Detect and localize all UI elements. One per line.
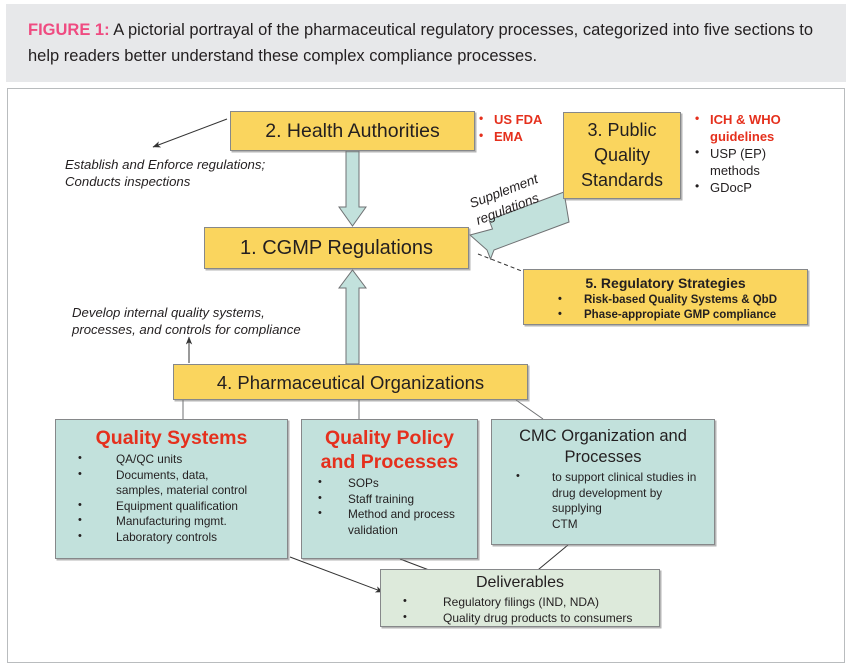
list-item-text: Documents, data, [116, 467, 209, 482]
node-quality-policy-title-line2: and Processes [320, 451, 459, 473]
annotation-establish-enforce: Establish and Enforce regulations; Condu… [65, 156, 265, 190]
node-cmc-organization-processes[interactable]: CMC Organization and Processes to suppor… [491, 419, 715, 545]
health-authorities-examples: US FDA EMA [479, 110, 542, 145]
node-cgmp-regulations-title: 1. CGMP Regulations [239, 237, 434, 259]
list-item-cont: guidelines [710, 129, 775, 144]
list-item-text: Equipment qualification [116, 498, 238, 513]
node-cmc-title-line1: CMC Organization and [519, 427, 687, 445]
list-item: Phase-appropiate GMP compliance [558, 307, 807, 323]
list-item-text: Staff training [348, 491, 415, 506]
list-item-cont: methods [710, 163, 760, 178]
node-cmc-title-line2: Processes [564, 448, 642, 466]
node-quality-systems-title: Quality Systems [95, 427, 248, 449]
list-item-text: to support clinical studies in [552, 470, 697, 484]
list-item: Manufacturing mgmt. [60, 513, 283, 530]
node-quality-policy-processes[interactable]: Quality Policy and Processes SOPs Staff … [301, 419, 478, 559]
node-regulatory-strategies-bullets: Risk-based Quality Systems & QbD Phase-a… [524, 292, 807, 323]
node-health-authorities[interactable]: 2. Health Authorities [230, 111, 475, 151]
list-item: Risk-based Quality Systems & QbD [558, 292, 807, 308]
list-item: Regulatory filings (IND, NDA) [381, 593, 659, 610]
arrow-quality-systems-to-deliverables [289, 556, 384, 593]
annotation-line: Conducts inspections [65, 174, 191, 189]
annotation-line: Establish and Enforce regulations; [65, 157, 266, 172]
list-item-cont: samples, material control [116, 483, 248, 497]
list-item-text: Laboratory controls [116, 529, 217, 544]
node-quality-systems[interactable]: Quality Systems QA/QC units Documents, d… [55, 419, 288, 559]
connector-pharmorg-cmc [515, 399, 544, 420]
figure-label: FIGURE 1: [28, 21, 110, 39]
list-item: Laboratory controls [60, 529, 283, 546]
list-item: GDocP [695, 178, 781, 196]
node-cgmp-regulations[interactable]: 1. CGMP Regulations [204, 227, 469, 269]
node-quality-systems-bullets: QA/QC units Documents, data,samples, mat… [60, 451, 283, 546]
list-item: SOPs [306, 475, 473, 492]
list-item-text: GDocP [710, 180, 752, 195]
node-deliverables[interactable]: Deliverables Regulatory filings (IND, ND… [380, 569, 660, 627]
arrow-pqs-to-cgmp [468, 191, 570, 261]
list-item-cont: drug development by supplying [552, 485, 663, 516]
node-health-authorities-title: 2. Health Authorities [265, 120, 440, 142]
node-regulatory-strategies-title: 5. Regulatory Strategies [585, 275, 746, 291]
list-item-cont: validation [348, 522, 398, 537]
node-public-quality-standards-title: 3. Public Quality Standards [580, 120, 664, 190]
list-item: Quality drug products to consumers [381, 609, 659, 626]
node-quality-policy-title-line1: Quality Policy [325, 427, 454, 449]
arrow-health-to-cgmp [338, 150, 367, 227]
figure-caption-band: FIGURE 1: A pictorial portrayal of the p… [6, 4, 846, 82]
figure-caption: FIGURE 1: A pictorial portrayal of the p… [28, 17, 826, 69]
list-item: Equipment qualification [60, 498, 283, 515]
annotation-line: Develop internal quality systems, [72, 305, 265, 320]
node-regulatory-strategies[interactable]: 5. Regulatory Strategies Risk-based Qual… [523, 269, 808, 325]
list-item-text: Manufacturing mgmt. [116, 514, 227, 528]
node-deliverables-title: Deliverables [475, 574, 565, 591]
node-pharmaceutical-organizations-title: 4. Pharmaceutical Organizations [216, 372, 485, 393]
public-standards-examples: ICH & WHO guidelines USP (EP) methods GDoc… [695, 110, 781, 196]
list-item-text: QA/QC units [116, 452, 183, 466]
list-item-text: ICH & WHO [710, 112, 781, 127]
annotation-line: processes, and controls for compliance [72, 322, 301, 337]
diagram-frame: 2. Health Authorities US FDA EMA 3. Publ… [7, 88, 845, 663]
annotation-develop-internal: Develop internal quality systems, proces… [72, 304, 301, 338]
list-item: Staff training [306, 491, 473, 508]
list-item: Documents, data,samples, material contro… [60, 467, 283, 499]
list-item-text: Method and process [348, 507, 455, 521]
list-item: USP (EP) methods [695, 144, 781, 179]
list-item: ICH & WHO guidelines [695, 110, 781, 145]
arrow-pharmorg-to-cgmp [338, 269, 367, 365]
list-item-text: USP (EP) [710, 146, 767, 161]
list-item-cont2: CTM [552, 516, 578, 531]
figure-caption-text: A pictorial portrayal of the pharmaceuti… [28, 21, 814, 65]
node-quality-policy-bullets: SOPs Staff training Method and processva… [306, 475, 473, 538]
arrow-health-to-establish [152, 118, 228, 148]
list-item: EMA [479, 127, 542, 145]
list-item: QA/QC units [60, 451, 283, 468]
arrow-to-regulatory-strategies [477, 253, 533, 276]
list-item: US FDA [479, 110, 542, 128]
list-item-text: SOPs [348, 476, 379, 490]
node-deliverables-bullets: Regulatory filings (IND, NDA) Quality dr… [381, 593, 659, 626]
node-public-quality-standards[interactable]: 3. Public Quality Standards [563, 112, 681, 199]
node-pharmaceutical-organizations[interactable]: 4. Pharmaceutical Organizations [173, 364, 528, 400]
